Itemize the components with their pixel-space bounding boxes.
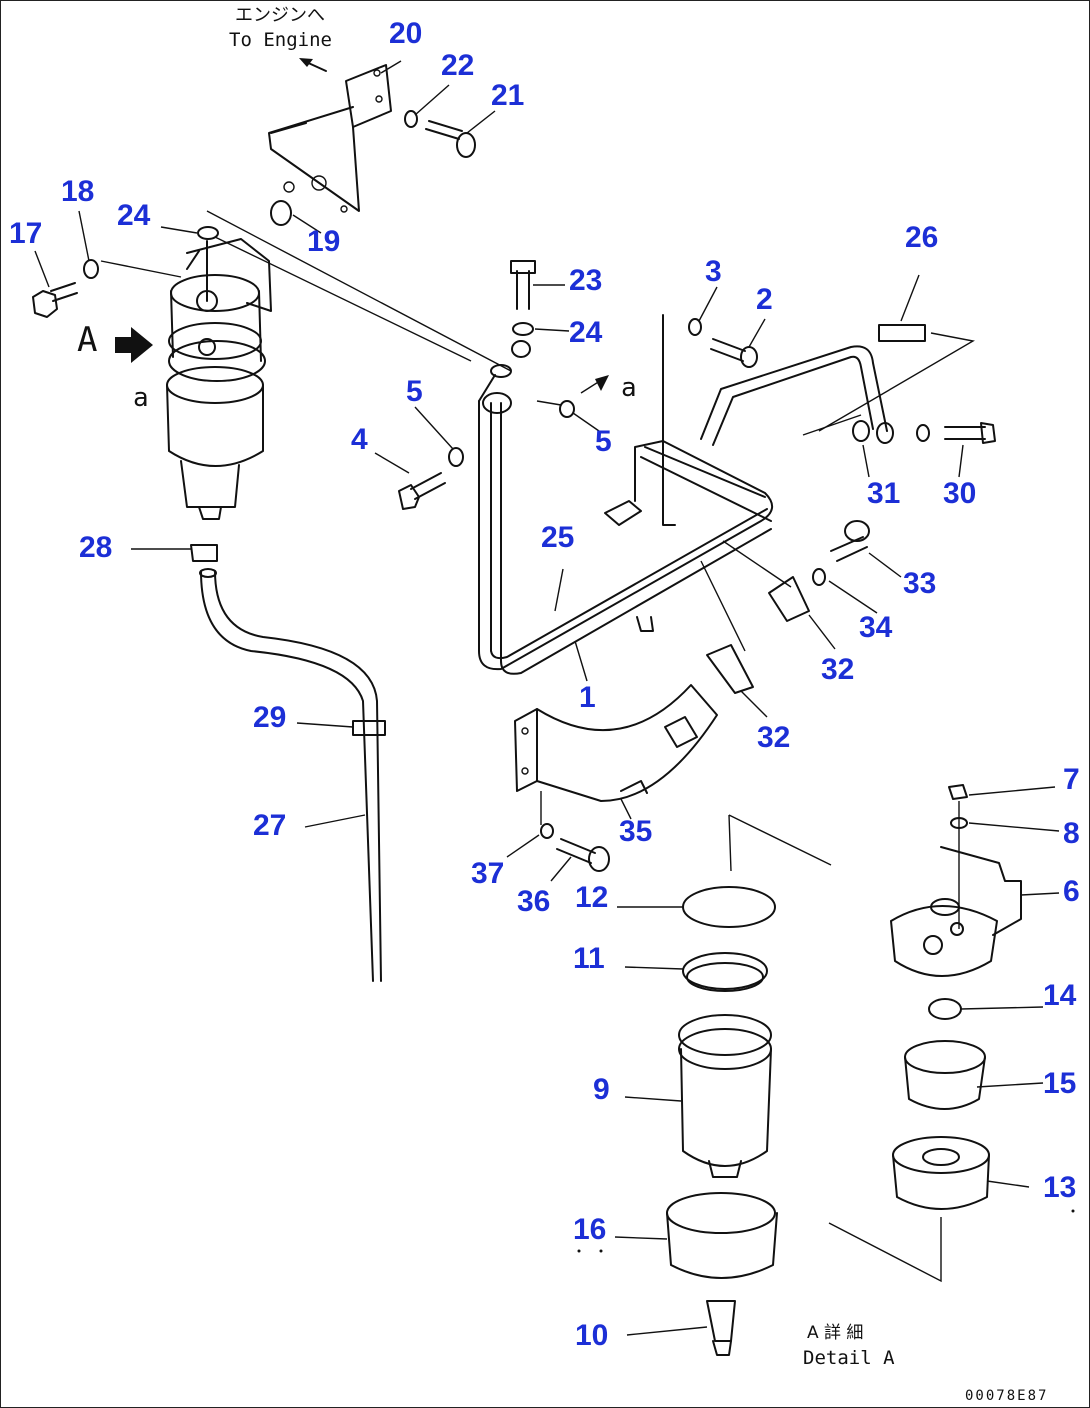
callout-14: 14 [1043,979,1077,1012]
callout-9: 9 [593,1073,610,1106]
callout-32-upper: 32 [821,653,855,686]
callout-21: 21 [491,79,525,112]
detail-label-en: Detail A [803,1347,895,1369]
bolt-12-washer-37 [540,823,610,872]
pipe-frame-1 [478,314,888,675]
bolt-21-washer-22 [404,110,476,158]
bolt-30-washer-31 [802,414,996,444]
callout-2: 2 [756,283,773,316]
callout-23: 23 [569,264,603,297]
callout-1: 1 [579,681,596,714]
callout-10: 10 [575,1319,609,1352]
view-arrow-a [115,327,153,363]
callout-32-lower: 32 [757,721,791,754]
callout-15: 15 [1043,1067,1077,1100]
callout-37: 37 [471,857,505,890]
callout-30: 30 [943,477,977,510]
callout-27: 27 [253,809,287,842]
bolt-17-washer-18 [32,259,182,318]
callout-19: 19 [307,225,341,258]
fitting-26 [818,324,975,432]
engine-note-jp: エンジンへ [235,5,325,26]
callout-31: 31 [867,477,901,510]
callout-24-top: 24 [117,199,151,232]
figure-code: 00078E87 [965,1388,1049,1404]
bolt-23-washer-24 [510,260,536,358]
hose-27 [131,544,386,982]
bolt-33-clamp-32 [706,520,870,694]
callout-33: 33 [903,567,937,600]
callout-17: 17 [9,217,43,250]
bracket-20-drawing [268,58,392,213]
engine-note-en: To Engine [229,29,332,51]
callout-22: 22 [441,49,475,82]
callout-35: 35 [619,815,653,848]
callout-7: 7 [1063,763,1080,796]
callout-12: 12 [575,881,609,914]
section-letter-right: a [621,373,637,403]
fuel-filter-assembly [166,226,272,520]
callout-20: 20 [389,17,423,50]
bolt-2-washer-3 [688,318,758,368]
callout-5-right: 5 [595,425,612,458]
callout-4: 4 [351,423,368,456]
bracket-35 [514,684,718,825]
callout-6: 6 [1063,875,1080,908]
detail-label-jp: A 詳 細 [807,1323,864,1343]
callout-5-left: 5 [406,375,423,408]
callout-18: 18 [61,175,95,208]
callout-29: 29 [253,701,287,734]
callout-13: 13 [1043,1171,1077,1204]
callout-26: 26 [905,221,939,254]
bolt-4-washer-5 [398,375,609,510]
callout-3: 3 [705,255,722,288]
callout-28: 28 [79,531,113,564]
callout-25: 25 [541,521,575,554]
section-letter-left: a [133,383,149,413]
callout-8: 8 [1063,817,1080,850]
callout-24-mid: 24 [569,316,603,349]
callout-11: 11 [573,942,605,975]
nut-19 [270,181,295,226]
detail-a-components [666,784,1022,1356]
callout-16: 16 [573,1213,607,1246]
callout-34: 34 [859,611,893,644]
leader-lines [34,60,1075,1336]
view-letter-a: A [77,320,98,360]
callout-36: 36 [517,885,551,918]
